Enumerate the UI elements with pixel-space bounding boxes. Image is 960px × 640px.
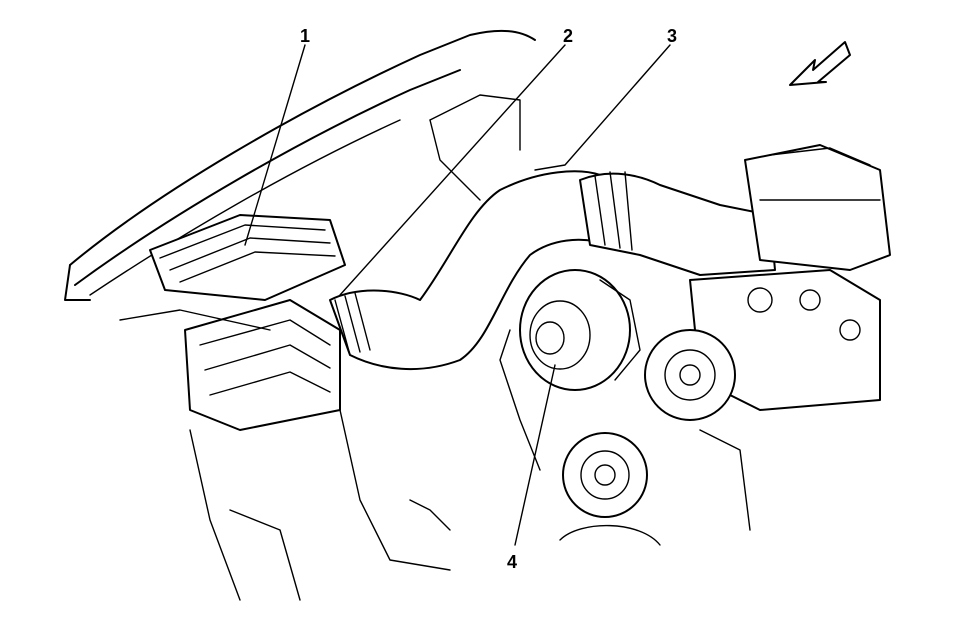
accessory-pulleys [559,329,751,546]
throttle-body-assembly [689,144,891,411]
leader-line-2 [339,44,566,296]
callout-2: 2 [563,26,573,46]
leader-line-4 [514,364,556,546]
callout-leader-lines [244,44,671,546]
leader-line-1 [244,44,306,246]
air-intake-duct [329,170,776,370]
leader-line-3 [534,44,671,171]
front-direction-arrow-icon [789,41,851,86]
generator-alternator [499,269,641,471]
callout-1: 1 [300,26,310,46]
air-cleaner-assembly [119,214,346,431]
engine-compartment-lines [189,409,451,601]
callout-4: 4 [507,552,517,572]
callout-3: 3 [667,26,677,46]
hood-outline [64,29,536,301]
